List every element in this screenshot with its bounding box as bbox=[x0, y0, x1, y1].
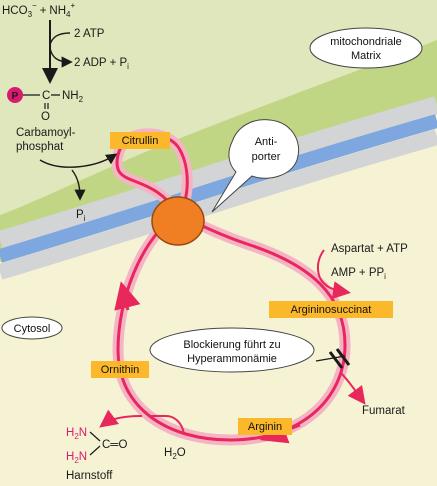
atp-label: 2 ATP bbox=[74, 28, 105, 40]
blockade-pointer bbox=[315, 355, 346, 362]
cycle-arrow-ornithin bbox=[114, 281, 141, 311]
aspartat-atp-label: Aspartat + ATP bbox=[331, 243, 408, 255]
matrix-label-line1: mitochondriale bbox=[330, 36, 402, 48]
citrullin-label: Citrullin bbox=[122, 135, 159, 147]
adp-out-arrow bbox=[49, 47, 73, 68]
fumarat-label: Fumarat bbox=[362, 405, 406, 417]
carbamoyl-name-line1: Carbamoyl- bbox=[16, 127, 76, 139]
fumarat-out-arrow bbox=[339, 371, 366, 405]
blockade-bubble bbox=[149, 327, 315, 373]
carbamoyl-oxygen: O bbox=[41, 111, 50, 123]
antiporter-callout bbox=[211, 119, 299, 213]
blockade-label-line1: Blockierung führt zu bbox=[183, 339, 280, 351]
amp-ppi-label: AMP + PPi bbox=[331, 267, 386, 281]
harnstoff-label: Harnstoff bbox=[66, 470, 113, 482]
amp-out-arrow bbox=[319, 277, 351, 300]
antiporter-label-line1: Anti- bbox=[255, 136, 278, 148]
phosphate-symbol bbox=[7, 87, 23, 103]
aspartat-in-arrow bbox=[316, 249, 325, 279]
urea-bond-bottom bbox=[89, 445, 101, 456]
cytosol-label: Cytosol bbox=[14, 323, 51, 335]
block-bar-1 bbox=[328, 351, 344, 369]
atp-in-arrow bbox=[49, 32, 71, 46]
argininosuccinat-label: Argininosuccinat bbox=[291, 304, 372, 316]
pi-label: Pi bbox=[76, 209, 86, 223]
adp-label: 2 ADP + Pi bbox=[74, 57, 129, 71]
argininosuccinat-box bbox=[269, 301, 393, 318]
carbamoyl-to-citrullin-arrow bbox=[39, 153, 118, 168]
urea-nh2-bottom: H2N bbox=[66, 451, 87, 465]
antiporter-label-line2: porter bbox=[252, 151, 281, 163]
carbamoyl-name-line2: phosphat bbox=[16, 141, 64, 153]
urea-carbonyl: C═O bbox=[102, 439, 127, 451]
arginin-label: Arginin bbox=[248, 421, 282, 433]
arginin-box bbox=[238, 418, 292, 435]
matrix-label-bubble bbox=[309, 27, 423, 69]
urea-release-arrow bbox=[99, 409, 143, 428]
block-bar-2 bbox=[335, 348, 351, 366]
urea-bond-top bbox=[89, 431, 101, 442]
ornithin-box bbox=[91, 361, 149, 378]
pi-release-arrow bbox=[71, 169, 86, 201]
water-in-arrow bbox=[150, 415, 185, 435]
cytosol-label-bubble bbox=[1, 316, 63, 340]
bicarbonate-label: HCO3−+NH4+ bbox=[2, 1, 75, 19]
urea-nh2-top: H2N bbox=[66, 427, 87, 441]
water-label: H2O bbox=[164, 447, 186, 461]
matrix-label-line2: Matrix bbox=[351, 50, 381, 62]
antiporter-protein bbox=[151, 196, 205, 246]
phosphate-letter: P bbox=[12, 91, 19, 102]
citrullin-box bbox=[110, 132, 170, 149]
carbamoyl-nh2: NH2 bbox=[62, 90, 84, 104]
carbamoyl-carbon: C bbox=[42, 90, 50, 102]
blockade-label-line2: Hyperammonämie bbox=[187, 353, 277, 365]
ornithin-label: Ornithin bbox=[101, 364, 140, 376]
